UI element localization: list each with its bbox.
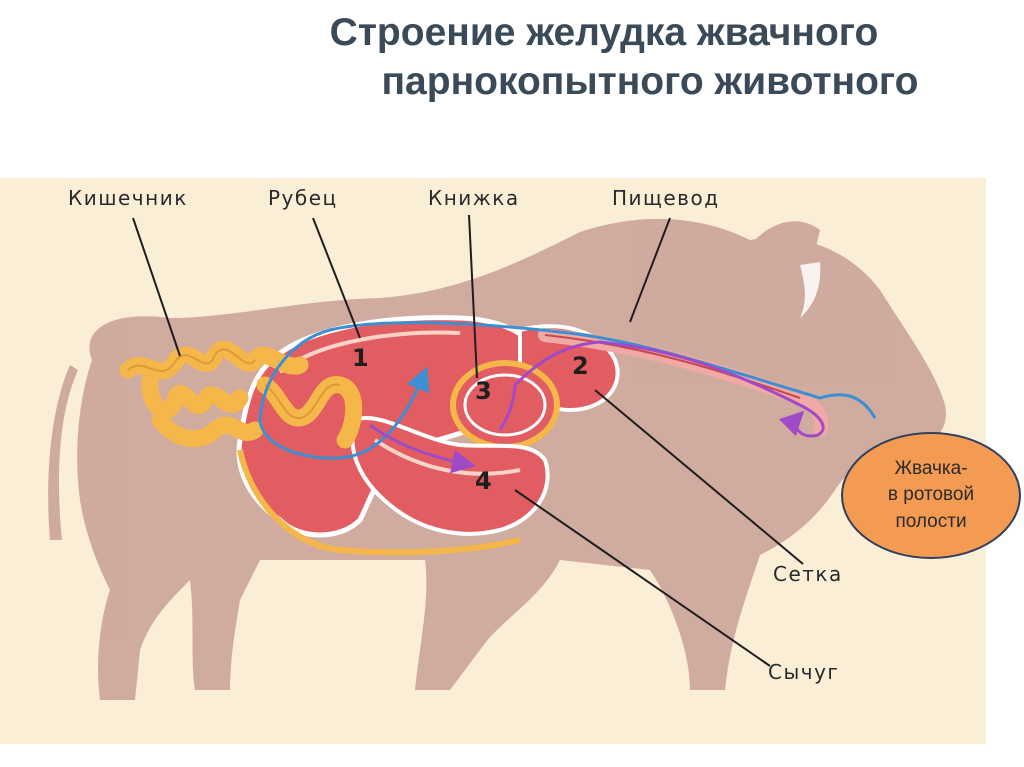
title-line-1: Строение желудка жвачного [329, 11, 879, 54]
label-abomasum: Сычуг [768, 660, 839, 684]
number-1: 1 [352, 344, 369, 372]
leader-lines [132, 214, 804, 667]
label-rumen: Рубец [268, 186, 338, 210]
callout-line-1: Жвачка- [894, 458, 968, 480]
purple-cud-path [498, 340, 825, 438]
abomasum [350, 416, 550, 536]
page-title: Строение желудка жвачного парнокопытного… [0, 8, 1024, 106]
label-esophagus: Пищевод [612, 186, 720, 210]
blue-food-path [258, 321, 877, 460]
cud-callout: Жвачка- в ротовой полости [841, 432, 1021, 559]
number-3: 3 [475, 377, 492, 405]
horn [800, 262, 821, 318]
callout-line-3: полости [895, 510, 967, 532]
label-reticulum: Сетка [773, 562, 843, 586]
label-intestine: Кишечник [68, 186, 188, 210]
title-line-2: парнокопытного животного [381, 60, 919, 104]
number-4: 4 [475, 467, 492, 495]
label-omasum: Книжка [428, 186, 520, 210]
callout-line-2: в ротовой [887, 484, 975, 506]
number-2: 2 [572, 352, 589, 380]
